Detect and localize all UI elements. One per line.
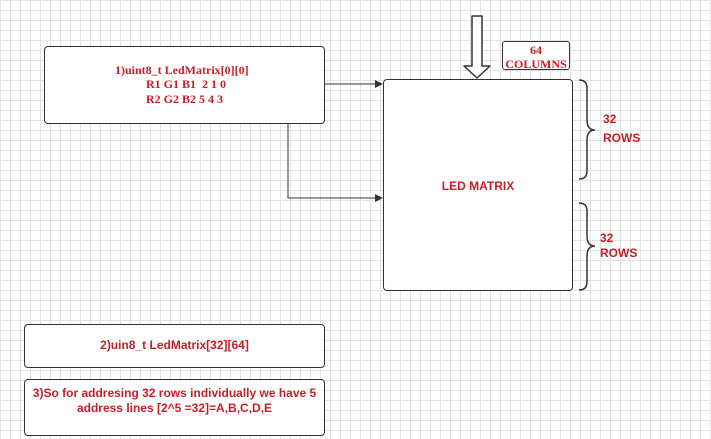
pin-line-1: R1 G1 B1 2 1 0: [146, 77, 227, 91]
rows-lower-brace: [578, 202, 596, 291]
ledmatrix-title: 1)uint8_t LedMatrix[0][0]: [115, 63, 249, 77]
address-lines-text-2: address lines [2^5 =32]=A,B,C,D,E: [76, 401, 273, 415]
led-matrix-label: LED MATRIX: [441, 179, 515, 193]
rows-upper-brace: [578, 79, 596, 180]
columns-box: 64 COLUMNS: [502, 41, 570, 71]
rows-upper-label: ROWS: [603, 131, 641, 145]
columns-count: 64: [530, 43, 542, 57]
pin-line-2: R2 G2 B2 5 4 3: [146, 92, 224, 106]
address-lines-text-1: 3)So for addresing 32 rows individually …: [32, 386, 317, 400]
rows-lower-label: ROWS: [600, 246, 638, 260]
ledmatrix-dimensions-box: 2)uin8_t LedMatrix[32][64]: [24, 324, 325, 368]
rows-upper-count: 32: [603, 112, 617, 126]
rows-lower-count: 32: [600, 231, 614, 245]
uint8-ledmatrix-box: 1)uint8_t LedMatrix[0][0] R1 G1 B1 2 1 0…: [44, 46, 325, 124]
address-lines-box: 3)So for addresing 32 rows individually …: [24, 379, 325, 436]
led-matrix-box: LED MATRIX: [383, 79, 573, 291]
columns-label: COLUMNS: [505, 57, 567, 71]
input-down-arrow: [463, 15, 491, 79]
ledmatrix-dimensions-text: 2)uin8_t LedMatrix[32][64]: [100, 338, 249, 352]
